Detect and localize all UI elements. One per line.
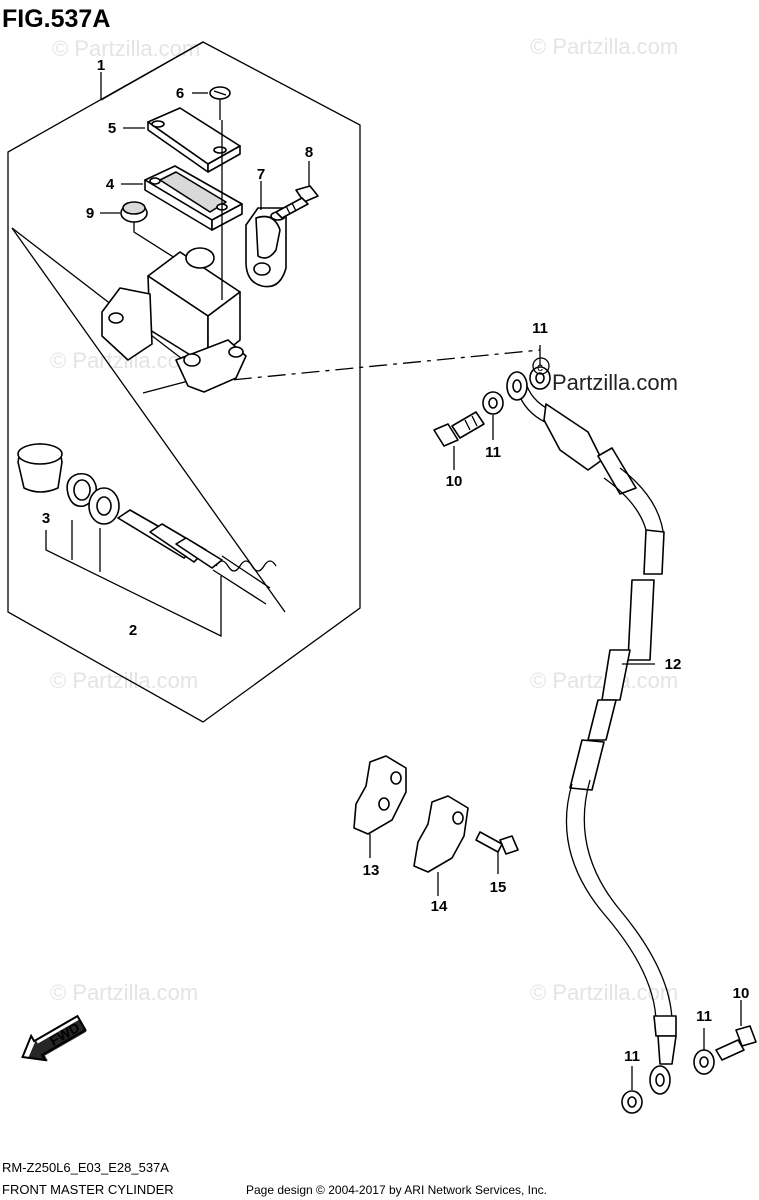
hose-guide-bracket-13 (353, 755, 407, 858)
watermark: © Partzilla.com (50, 980, 198, 1005)
clamp-part (245, 181, 287, 288)
piston-boot-part (17, 443, 222, 638)
reservoir-cap-part (123, 107, 241, 173)
callout-1[interactable]: 1 (97, 57, 105, 74)
union-bolt-parts (433, 411, 757, 1061)
section-name: FRONT MASTER CYLINDER (2, 1182, 174, 1197)
watermark: © Partzilla.com (530, 34, 678, 59)
master-cylinder-body-part (101, 120, 247, 393)
callout-9[interactable]: 9 (86, 205, 94, 222)
callout-3[interactable]: 3 (42, 510, 50, 527)
watermark: © Partzilla.com (530, 980, 678, 1005)
callout-8[interactable]: 8 (305, 144, 313, 161)
callout-6[interactable]: 6 (176, 85, 184, 102)
callout-13[interactable]: 13 (363, 862, 380, 879)
watermark: © Partzilla.com (50, 668, 198, 693)
callout-11[interactable]: 11 (485, 444, 501, 461)
diaphragm-part (121, 165, 243, 231)
piston-spring-part (117, 509, 277, 605)
partzilla-brand: c Partzilla.com (532, 357, 678, 395)
callout-11[interactable]: 11 (696, 1008, 712, 1025)
explode-line (11, 227, 191, 366)
clamp-bolt-part (275, 161, 319, 219)
fwd-arrow-icon: FWD (21, 1014, 87, 1062)
hose-guide-bracket-14 (413, 795, 469, 896)
watermark: © Partzilla.com (52, 36, 200, 61)
bracket-bolt-part (475, 831, 519, 874)
brand-watermark-text: Partzilla.com (552, 370, 678, 395)
callout-7[interactable]: 7 (257, 166, 265, 183)
copyright-note: Page design © 2004-2017 by ARI Network S… (246, 1183, 547, 1197)
callout-10[interactable]: 10 (733, 985, 750, 1002)
explode-line (11, 227, 286, 613)
figure-title: FIG.537A (2, 5, 110, 33)
callout-12[interactable]: 12 (665, 656, 682, 673)
model-code: RM-Z250L6_E03_E28_537A (2, 1160, 169, 1175)
centerline (199, 349, 541, 384)
callout-15[interactable]: 15 (490, 879, 507, 896)
assembly-outline (7, 41, 361, 723)
callout-5[interactable]: 5 (108, 120, 116, 137)
reservoir-plug-part (100, 201, 176, 259)
callout-11[interactable]: 11 (532, 320, 548, 337)
svg-text:c: c (537, 360, 543, 374)
leader-line (100, 41, 204, 101)
brake-hose-part (506, 371, 677, 1095)
screw-part (192, 86, 231, 120)
callout-10[interactable]: 10 (446, 473, 463, 490)
callout-4[interactable]: 4 (106, 176, 115, 193)
callout-11[interactable]: 11 (624, 1048, 640, 1065)
callout-2[interactable]: 2 (129, 622, 137, 639)
callout-14[interactable]: 14 (431, 898, 448, 915)
